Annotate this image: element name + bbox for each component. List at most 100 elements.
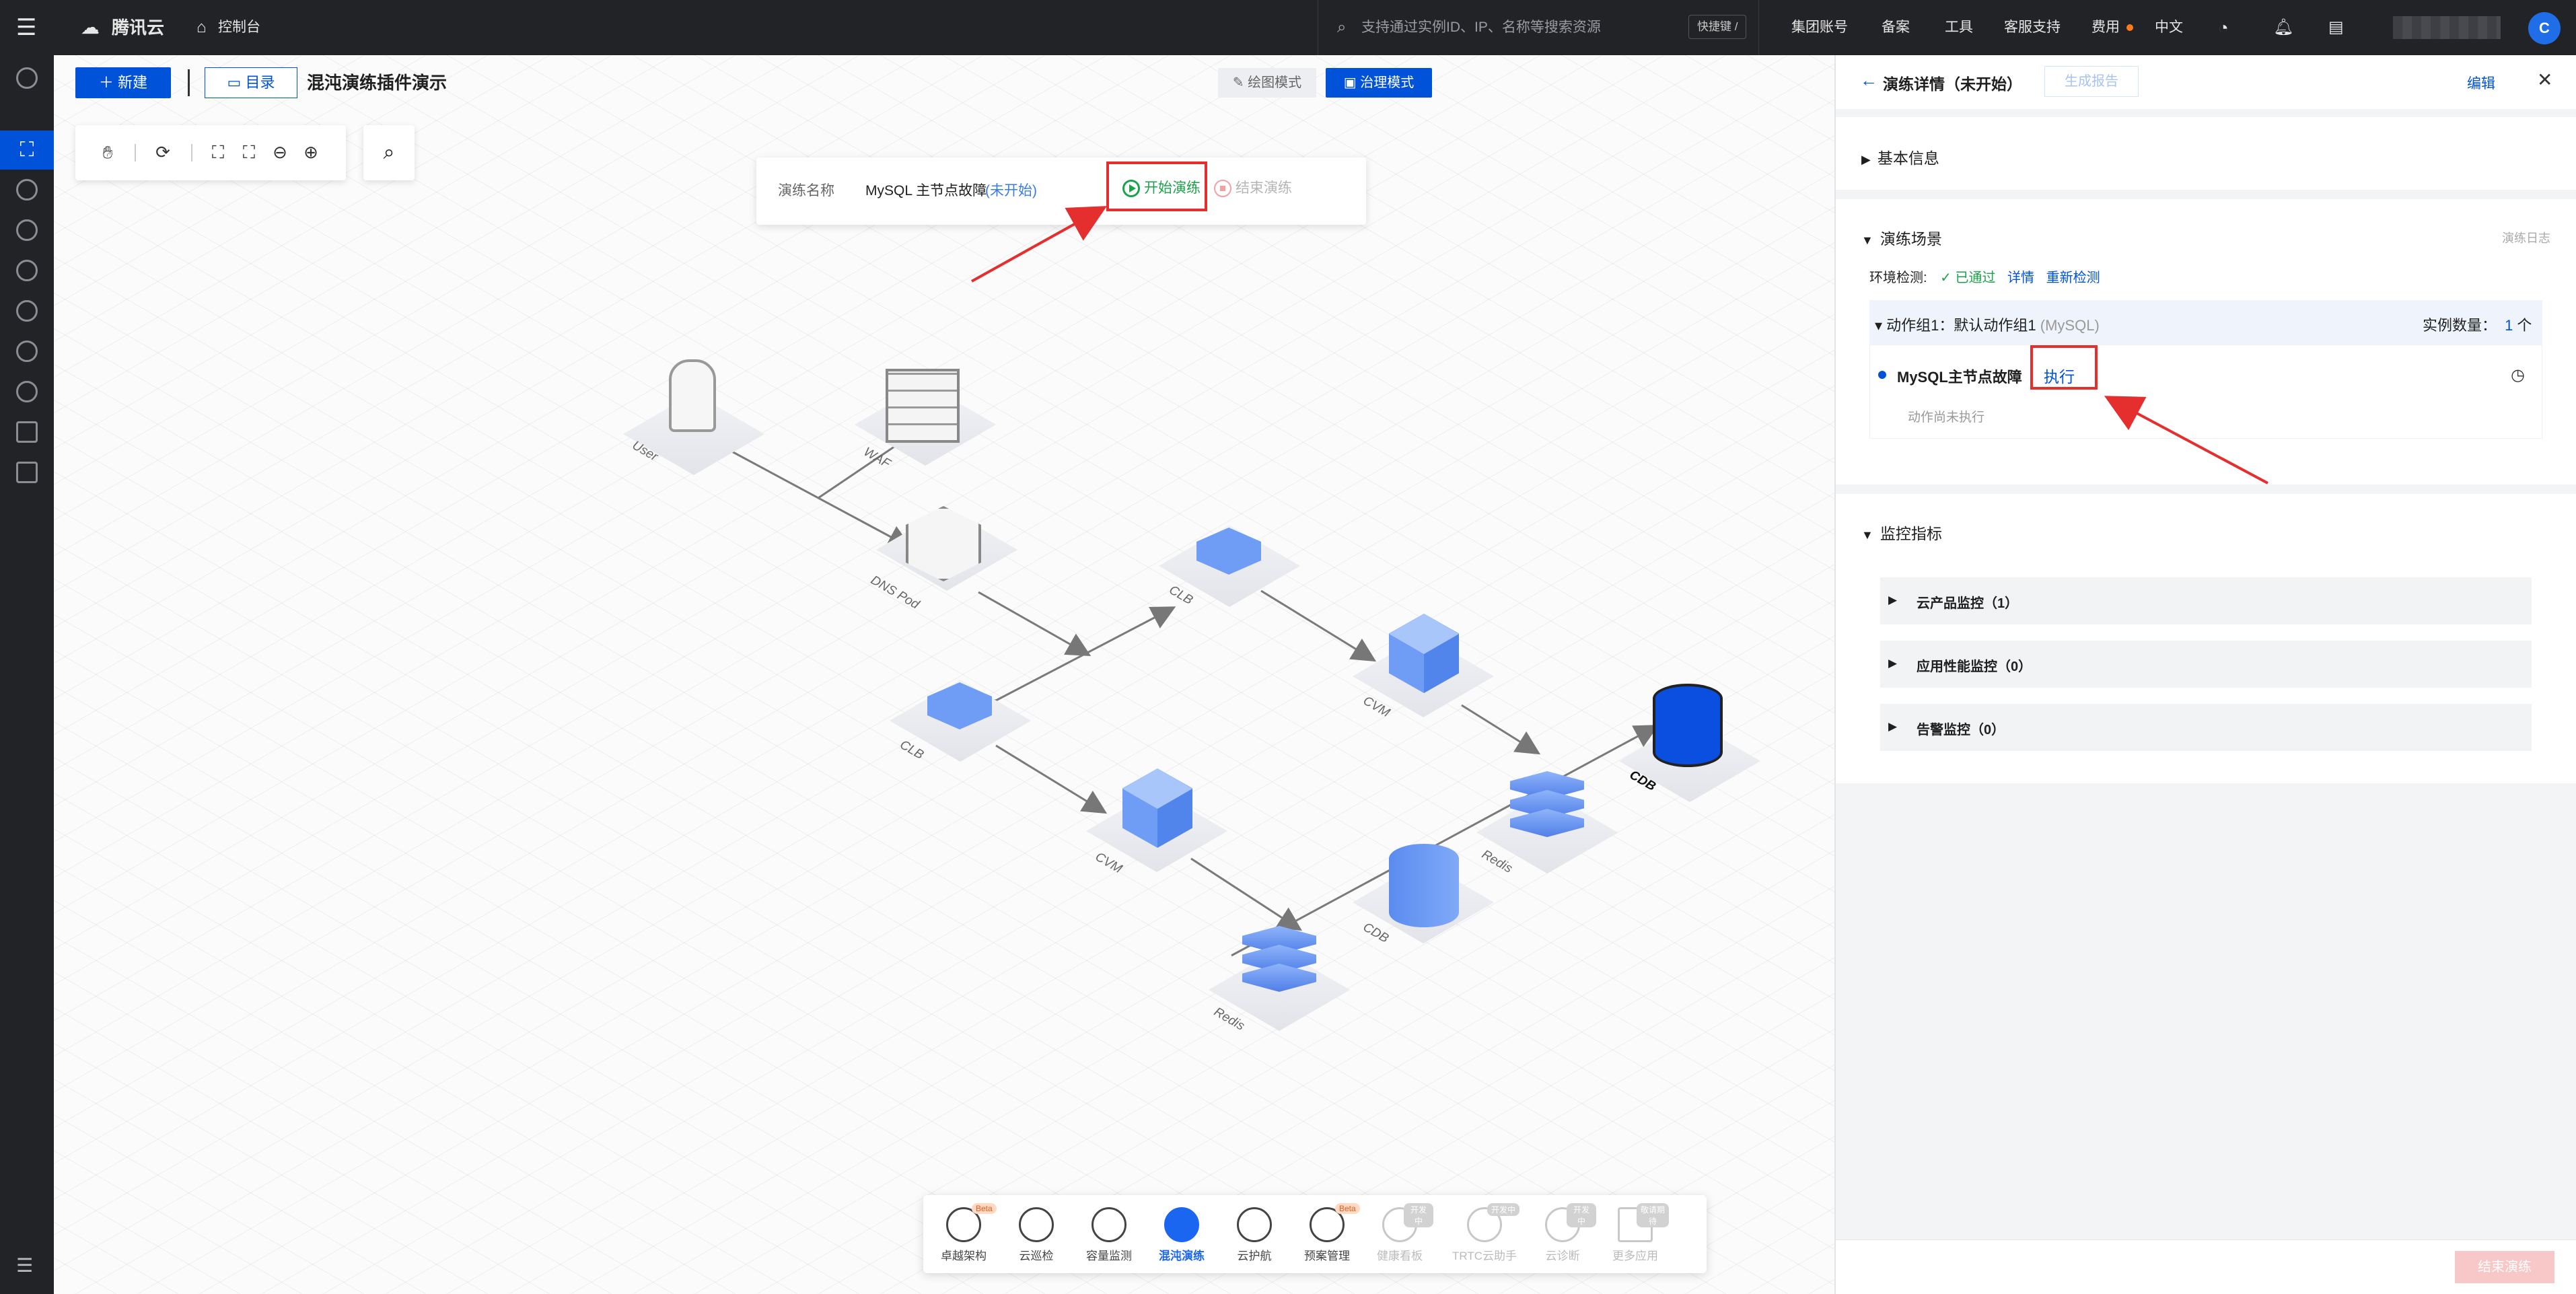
architecture-canvas[interactable] <box>54 55 1834 1294</box>
gauge-icon[interactable]: ◔ <box>2218 17 2229 38</box>
dock-item-escort[interactable]: 云护航 <box>1221 1207 1288 1263</box>
drill-name: MySQL 主节点故障 <box>865 183 987 199</box>
redis-stack-icon-2[interactable] <box>1242 926 1316 992</box>
dock-item-chaos[interactable]: 混沌演练 <box>1148 1207 1215 1263</box>
target-database-icon[interactable] <box>1653 684 1723 767</box>
panel-header: ← 演练详情（未开始） 生成报告 编辑 ✕ <box>1836 55 2576 109</box>
back-arrow-icon[interactable]: ← <box>1860 70 1877 90</box>
home-icon[interactable]: ⌂ <box>196 18 207 36</box>
dock-item-diagnosis: 开发中云诊断 <box>1529 1203 1596 1263</box>
brand-name[interactable]: 腾讯云 <box>112 17 165 38</box>
hand-pan-icon[interactable]: ✋︎ <box>102 142 113 162</box>
dock-badge: 开发中 <box>1487 1203 1520 1216</box>
nav-link-support[interactable]: 客服支持 <box>2004 20 2061 35</box>
chaos-app-icon <box>1164 1207 1199 1242</box>
architecture-icon[interactable]: ⛶ <box>0 131 54 170</box>
env-detail-link[interactable]: 详情 <box>2007 271 2035 285</box>
toolbox-divider <box>135 144 136 161</box>
rotate-icon[interactable]: ⟳ <box>155 142 170 162</box>
console-link[interactable]: 控制台 <box>218 20 260 35</box>
sidebar-icon-7[interactable] <box>16 421 38 443</box>
drill-log-link[interactable]: 演练日志 <box>2502 231 2550 245</box>
collapse-menu-icon[interactable]: ☰ <box>16 1255 34 1276</box>
clock-icon[interactable]: ◷ <box>2511 366 2525 384</box>
stop-icon <box>1214 180 1231 198</box>
nav-link-group-account[interactable]: 集团账号 <box>1791 20 1848 35</box>
monitor-toggle[interactable]: ▼监控指标 <box>1861 521 1942 544</box>
action-group-title: ▾ 动作组1：默认动作组1 (MySQL) <box>1875 314 2100 335</box>
caret-down-icon: ▼ <box>1861 528 1873 542</box>
dns-box-icon[interactable] <box>906 506 981 581</box>
cloud-logo-icon[interactable]: ☁ <box>81 17 100 38</box>
draw-mode-button[interactable]: ✎ 绘图模式 <box>1218 68 1316 98</box>
user-circle-icon[interactable] <box>16 67 38 89</box>
panel-footer: 结束演练 <box>1836 1239 2576 1294</box>
firewall-icon[interactable] <box>886 369 960 443</box>
monitor-item-alarm[interactable]: ▶告警监控（0） <box>1880 704 2532 751</box>
drill-name-label: 演练名称 <box>778 183 834 199</box>
dock-label: 容量监测 <box>1086 1250 1132 1262</box>
env-recheck-link[interactable]: 重新检测 <box>2046 271 2100 285</box>
basic-info-toggle[interactable]: ▶基本信息 <box>1861 145 1939 168</box>
bell-icon[interactable]: 🔔︎ <box>2273 18 2294 36</box>
zoom-in-icon[interactable]: ⊕ <box>303 142 318 162</box>
action-group-type: (MySQL) <box>2040 317 2100 334</box>
sidebar-icon-8[interactable] <box>16 462 38 483</box>
nav-link-language[interactable]: 中文 <box>2155 20 2183 35</box>
nav-link-billing[interactable]: 费用 <box>2091 20 2120 35</box>
sidebar-icon-3[interactable] <box>16 260 38 281</box>
message-icon[interactable]: ▤ <box>2328 18 2344 36</box>
dock-badge: 敬请期待 <box>1637 1203 1669 1227</box>
global-search[interactable]: ⌕ 支持通过实例ID、IP、名称等搜索资源 快捷键 / <box>1318 0 1759 55</box>
user-avatar[interactable]: C <box>2528 12 2561 44</box>
dock-label: 卓越架构 <box>941 1250 987 1262</box>
monitor-item-label: 应用性能监控（0） <box>1917 659 2032 674</box>
monitor-item-cloud[interactable]: ▶云产品监控（1） <box>1880 577 2532 624</box>
user-icon[interactable] <box>669 359 716 432</box>
nav-link-icp[interactable]: 备案 <box>1882 20 1910 35</box>
start-drill-button[interactable]: 开始演练 <box>1122 157 1201 219</box>
close-icon[interactable]: ✕ <box>2537 69 2553 90</box>
scene-toggle[interactable]: ▼演练场景 <box>1861 226 1942 249</box>
fullscreen-icon[interactable]: ⛶ <box>242 142 256 162</box>
nav-link-tools[interactable]: 工具 <box>1945 20 1973 35</box>
account-name-blurred[interactable] <box>2393 16 2501 39</box>
check-circle-icon: ✓ <box>1940 271 1952 285</box>
canvas-search-icon[interactable]: ⌕ <box>363 125 415 180</box>
dock-item-more: 敬请期待更多应用 <box>1602 1203 1669 1263</box>
new-button[interactable]: ＋ 新建 <box>75 67 171 98</box>
fit-screen-icon[interactable]: ⛶ <box>211 142 225 162</box>
menu-icon[interactable]: ☰ <box>16 15 37 40</box>
sidebar-icon-6[interactable] <box>16 381 38 402</box>
sidebar-icon-5[interactable] <box>16 340 38 362</box>
basic-info-section[interactable]: ▶基本信息 <box>1836 117 2576 190</box>
sidebar-icon-1[interactable] <box>16 179 38 201</box>
dock-item-inspection[interactable]: 云巡检 <box>1003 1207 1070 1263</box>
edge-redis-cdb <box>1231 725 1659 957</box>
sidebar-icon-2[interactable] <box>16 219 38 241</box>
finish-drill-button: 结束演练 <box>2455 1251 2554 1283</box>
directory-button[interactable]: ▭ 目录 <box>205 67 297 98</box>
sidebar-icon-4[interactable] <box>16 300 38 322</box>
database-icon[interactable] <box>1389 844 1459 927</box>
governance-mode-button[interactable]: ▣ 治理模式 <box>1326 68 1432 98</box>
edit-link[interactable]: 编辑 <box>2467 76 2495 92</box>
instance-count-unit: 个 <box>2517 317 2532 334</box>
monitor-item-apm[interactable]: ▶应用性能监控（0） <box>1880 641 2532 688</box>
directory-button-label: 目录 <box>245 74 275 91</box>
scene-label: 演练场景 <box>1880 230 1942 248</box>
topology-icon: ⛶ <box>20 139 34 161</box>
action-group-name: 动作组1：默认动作组1 <box>1886 317 2036 334</box>
dock-item-capacity[interactable]: 容量监测 <box>1075 1207 1143 1263</box>
left-sidebar: ⛶ ☰ <box>0 55 54 1294</box>
inspection-app-icon <box>1019 1207 1054 1242</box>
execute-button[interactable]: 执行 <box>2044 368 2075 386</box>
execute-highlight <box>2030 345 2098 390</box>
redis-stack-icon[interactable] <box>1510 771 1584 837</box>
zoom-out-icon[interactable]: ⊖ <box>273 142 287 162</box>
